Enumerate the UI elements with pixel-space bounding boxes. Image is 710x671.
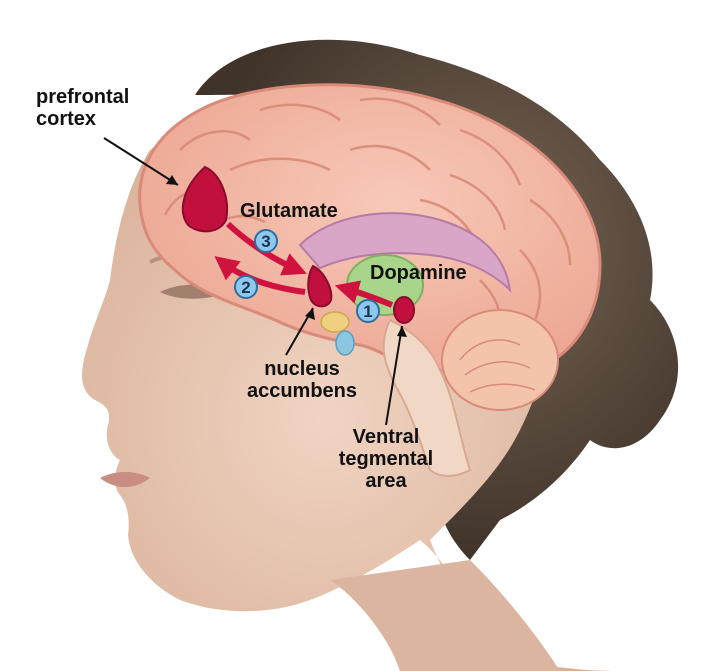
pituitary: [335, 330, 355, 356]
step-badge-3: 3: [254, 229, 278, 253]
leader-arrowheads: [166, 175, 407, 337]
label-nucleus-line1: nucleus: [264, 358, 340, 380]
label-vta-line1: Ventral: [352, 426, 420, 448]
step-badge-1: 1: [356, 299, 380, 323]
arrow-return: [214, 256, 306, 295]
label-glutamate: Glutamate: [240, 200, 338, 222]
neck: [330, 560, 560, 671]
lips: [100, 472, 150, 487]
label-nucleus-line2: accumbens: [246, 380, 358, 402]
label-prefrontal-line2: cortex: [36, 108, 97, 130]
label-ventral-tegmental-area: Ventral tegmental area: [326, 426, 446, 492]
label-prefrontal-cortex: prefrontal cortex: [36, 86, 129, 130]
arrow-dopamine: [334, 280, 394, 308]
nucleus-accumbens-region: [307, 264, 333, 308]
prefrontal-cortex-region: [181, 165, 228, 233]
vta-region: [393, 296, 415, 324]
cerebellum: [441, 309, 559, 411]
svg-text:1: 1: [363, 302, 372, 321]
hypothalamus: [320, 311, 350, 333]
label-vta-line3: area: [365, 470, 407, 492]
label-nucleus-accumbens: nucleus accumbens: [232, 358, 372, 402]
step-badge-2: 2: [234, 275, 258, 299]
label-vta-line2: tegmental: [338, 448, 434, 470]
svg-text:3: 3: [261, 232, 270, 251]
label-prefrontal-line1: prefrontal: [36, 86, 130, 108]
label-dopamine: Dopamine: [370, 262, 467, 284]
corpus-callosum: [298, 212, 512, 293]
svg-text:2: 2: [241, 278, 250, 297]
